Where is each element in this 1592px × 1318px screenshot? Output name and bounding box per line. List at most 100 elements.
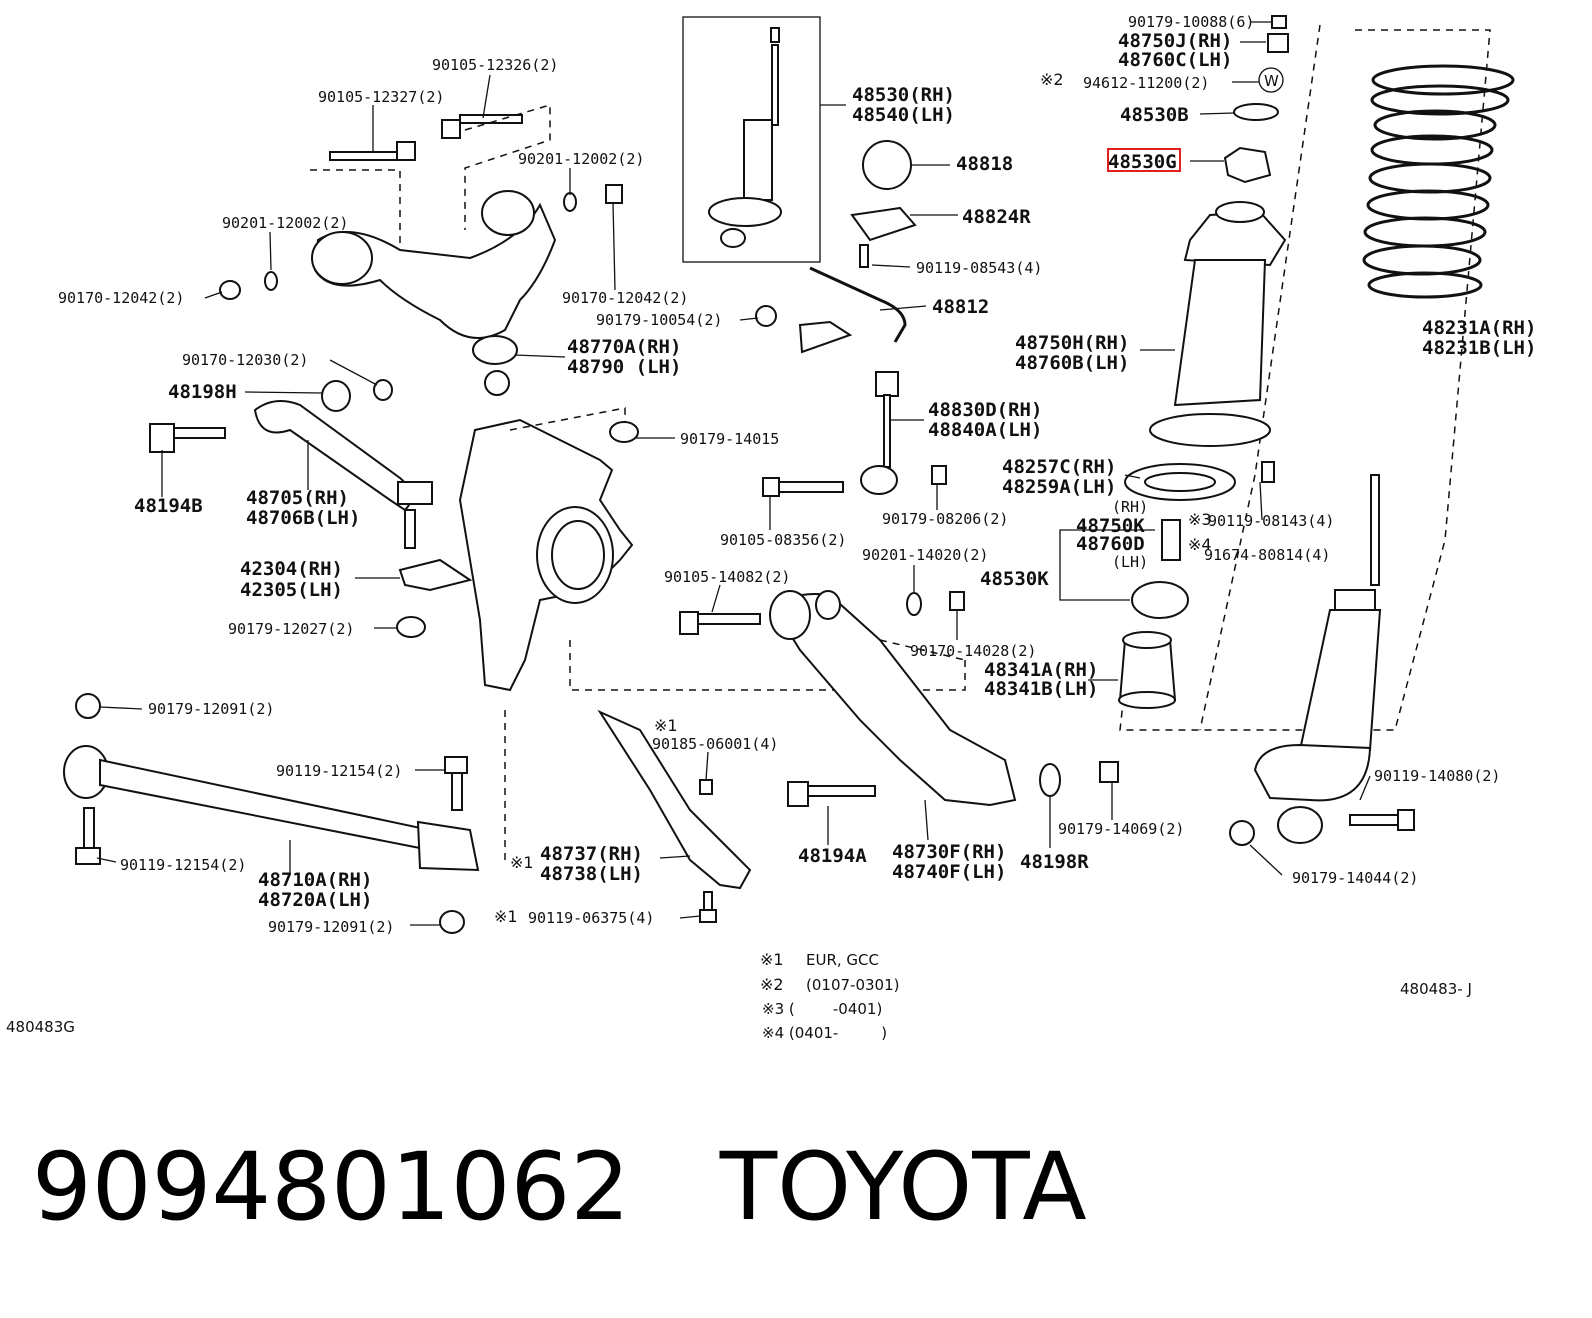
label-48341A: 48341A(RH)	[984, 659, 1098, 681]
label-91674-80814: 91674-80814(4)	[1204, 546, 1330, 564]
label-90170-14028: 90170-14028(2)	[910, 642, 1036, 660]
upper-support-48750H	[1118, 15, 1289, 709]
label-48830D: 48830D(RH)	[928, 399, 1042, 421]
nut-90179-12027	[396, 616, 426, 638]
marker-1-b: ※1	[510, 853, 534, 872]
spring-dash-outline	[1119, 29, 1491, 731]
marker-3: ※3	[1188, 510, 1212, 529]
caption-part-number: 9094801062	[32, 1133, 631, 1242]
label-lh: (LH)	[1112, 553, 1148, 571]
marker-1-a: ※1	[654, 716, 678, 735]
label-48750K: 48750K	[1076, 515, 1145, 537]
label-90201-12002-b: 90201-12002(2)	[518, 150, 644, 168]
ref-code-left: 480483G	[6, 1018, 75, 1036]
leader-lines	[96, 21, 1371, 926]
upper-control-arm	[311, 190, 557, 396]
label-94612-11200: 94612-11200(2)	[1083, 74, 1209, 92]
label-48259A: 48259A(LH)	[1002, 476, 1116, 498]
note-2-mark: ※2	[760, 975, 784, 994]
label-90179-14044: 90179-14044(2)	[1292, 869, 1418, 887]
label-rh: (RH)	[1112, 498, 1148, 516]
label-48760B: 48760B(LH)	[1015, 352, 1129, 374]
label-42304: 42304(RH)	[240, 558, 343, 580]
label-48530: 48530(RH)	[852, 84, 955, 106]
label-48760C: 48760C(LH)	[1118, 49, 1232, 71]
label-48540: 48540(LH)	[852, 104, 955, 126]
label-48720A: 48720A(LH)	[258, 889, 372, 911]
marker-1-c: ※1	[494, 907, 518, 926]
label-48737: 48737(RH)	[540, 843, 643, 865]
label-48824R: 48824R	[962, 206, 1031, 228]
label-48194A: 48194A	[798, 845, 867, 867]
label-48530B: 48530B	[1120, 104, 1189, 126]
nut-90170-12042-b	[605, 184, 623, 204]
note-3: ※3 ( -0401)	[762, 1000, 882, 1018]
label-90105-12326: 90105-12326(2)	[432, 56, 558, 74]
label-48730F: 48730F(RH)	[892, 841, 1006, 863]
label-90119-08543: 90119-08543(4)	[916, 259, 1042, 277]
label-48760D: 48760D	[1076, 533, 1145, 555]
label-90185-06001: 90185-06001(4)	[652, 735, 778, 753]
steering-knuckle	[398, 418, 634, 692]
label-90179-12027: 90179-12027(2)	[228, 620, 354, 638]
label-90179-10054: 90179-10054(2)	[596, 311, 722, 329]
label-90119-12154-a: 90119-12154(2)	[276, 762, 402, 780]
marker-4: ※4	[1188, 535, 1212, 554]
label-48231B: 48231B(LH)	[1422, 337, 1536, 359]
label-48750J: 48750J(RH)	[1118, 30, 1232, 52]
label-48750H: 48750H(RH)	[1015, 332, 1129, 354]
washer-90201-12002-b	[563, 192, 577, 212]
nut-90179-14015	[609, 421, 639, 443]
label-48812: 48812	[932, 296, 989, 318]
label-90179-14015: 90179-14015	[680, 430, 779, 448]
highlight-box-48530G	[1107, 148, 1181, 172]
under-cover-48737	[597, 709, 752, 923]
label-90201-12002-a: 90201-12002(2)	[222, 214, 348, 232]
nut-90170-12042-a	[219, 280, 241, 300]
notes-legend: ※1 EUR, GCC ※2 (0107-0301) ※3 ( -0401) ※…	[760, 950, 899, 1042]
label-48818: 48818	[956, 153, 1013, 175]
label-48710A: 48710A(RH)	[258, 869, 372, 891]
front-shock-absorber	[708, 27, 782, 248]
label-48530G: 48530G	[1108, 151, 1177, 173]
nut-90179-10054	[755, 305, 777, 327]
label-90105-14082: 90105-14082(2)	[664, 568, 790, 586]
label-90179-08206: 90179-08206(2)	[882, 510, 1008, 528]
label-48530K: 48530K	[980, 568, 1049, 590]
label-90119-08143: 90119-08143(4)	[1208, 512, 1334, 530]
note-1-mark: ※1	[760, 950, 784, 969]
label-90105-12327: 90105-12327(2)	[318, 88, 444, 106]
label-48341B: 48341B(LH)	[984, 678, 1098, 700]
label-48198R: 48198R	[1020, 851, 1089, 873]
w-washer-symbol: W	[1264, 72, 1279, 90]
label-48770A: 48770A(RH)	[567, 336, 681, 358]
label-42305: 42305(LH)	[240, 579, 343, 601]
label-90119-12154-b: 90119-12154(2)	[120, 856, 246, 874]
note-1-text: EUR, GCC	[806, 951, 879, 969]
label-90170-12042-a: 90170-12042(2)	[58, 289, 184, 307]
label-90179-12091-a: 90179-12091(2)	[148, 700, 274, 718]
label-48257C: 48257C(RH)	[1002, 456, 1116, 478]
label-48790: 48790 (LH)	[567, 356, 681, 378]
label-48231A: 48231A(RH)	[1422, 317, 1536, 339]
stabilizer-bar	[762, 140, 947, 497]
applicability-markers: ※2 ※3 ※4 ※1 ※1 ※1 W	[494, 70, 1279, 926]
label-90179-14069: 90179-14069(2)	[1058, 820, 1184, 838]
label-48840A: 48840A(LH)	[928, 419, 1042, 441]
label-48740F: 48740F(LH)	[892, 861, 1006, 883]
washer-90201-12002-a	[264, 271, 278, 291]
label-90119-06375: 90119-06375(4)	[528, 909, 654, 927]
label-48194B: 48194B	[134, 495, 203, 517]
label-90119-14080: 90119-14080(2)	[1374, 767, 1500, 785]
note-4: ※4 (0401- )	[762, 1024, 887, 1042]
lower-control-arm	[679, 590, 1119, 807]
label-90170-12030: 90170-12030(2)	[182, 351, 308, 369]
label-90105-08356: 90105-08356(2)	[720, 531, 846, 549]
ref-code-right: 480483- J	[1400, 980, 1472, 998]
upper-arm-bolts	[329, 114, 523, 161]
marker-2-top: ※2	[1040, 70, 1064, 89]
parts-artwork	[63, 15, 1515, 934]
label-48705: 48705(RH)	[246, 487, 349, 509]
rear-shock-absorber	[1229, 474, 1415, 846]
